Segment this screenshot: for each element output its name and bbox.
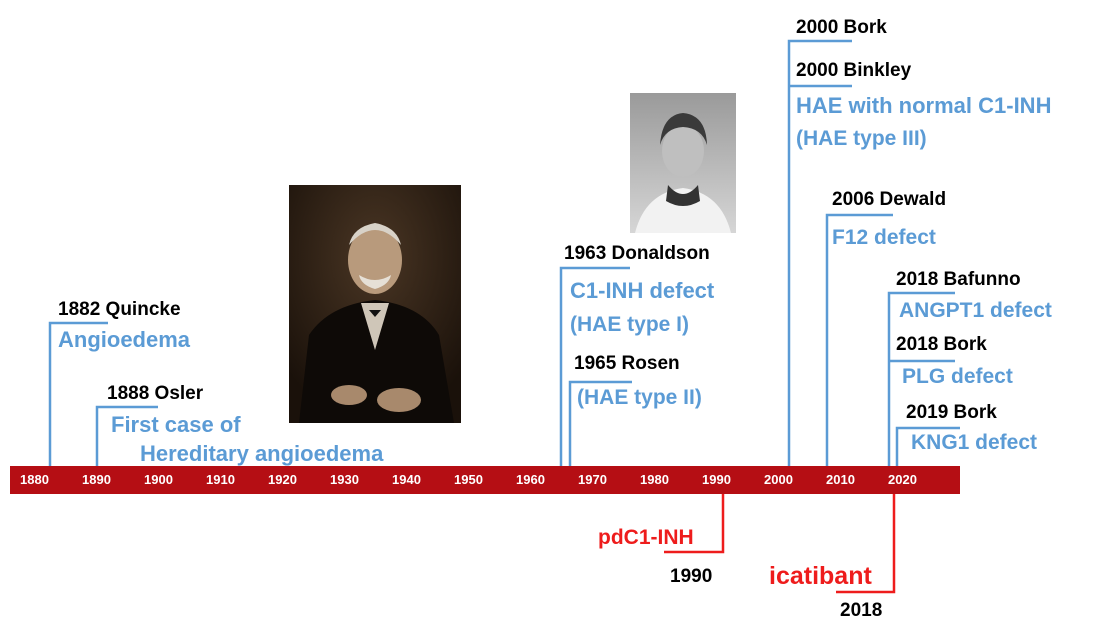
axis-tick-1880: 1880 [20, 472, 49, 487]
event-bafunno-desc: ANGPT1 defect [899, 299, 1052, 322]
event-binkley-title: 2000 Binkley [796, 60, 912, 81]
event-bork2018-desc: PLG defect [902, 365, 1013, 388]
event-binkley-desc-line1: HAE with normal C1-INH [796, 93, 1052, 118]
event-dewald-title: 2006 Dewald [832, 189, 947, 210]
event-donaldson-desc-line1: C1-INH defect [570, 278, 715, 303]
event-bork2019-title: 2019 Bork [906, 402, 997, 423]
connector-osler [95, 405, 158, 466]
axis-tick-2000: 2000 [764, 472, 793, 487]
axis-tick-1920: 1920 [268, 472, 297, 487]
portrait-photo-woman [630, 93, 736, 233]
event-donaldson-desc-line2: (HAE type I) [570, 313, 690, 336]
therapy-icatibant-year: 2018 [840, 600, 883, 621]
axis-tick-1950: 1950 [454, 472, 483, 487]
connector-rosen [568, 380, 632, 466]
therapy-pdc1inh-name: pdC1-INH [598, 526, 694, 549]
axis-tick-1930: 1930 [330, 472, 359, 487]
event-osler-desc-line2: Hereditary angioedema [140, 441, 384, 466]
axis-tick-2010: 2010 [826, 472, 855, 487]
portrait-man-icon [289, 185, 461, 423]
event-dewald-desc: F12 defect [832, 226, 936, 249]
connector-pdc1inh [664, 494, 725, 554]
axis-tick-1940: 1940 [392, 472, 421, 487]
event-rosen-desc: (HAE type II) [577, 386, 702, 409]
portrait-photo-man [289, 185, 461, 423]
axis-tick-1910: 1910 [206, 472, 235, 487]
event-quincke-desc: Angioedema [58, 327, 191, 352]
event-bork2019-desc: KNG1 defect [911, 431, 1038, 454]
event-osler-desc-line1: First case of [111, 412, 241, 437]
portrait-woman-icon [630, 93, 736, 233]
event-binkley-desc-line2: (HAE type III) [796, 127, 927, 150]
event-bork2000-title: 2000 Bork [796, 17, 887, 38]
axis-tick-1980: 1980 [640, 472, 669, 487]
therapy-icatibant-name: icatibant [769, 562, 872, 590]
connector-quincke [48, 321, 108, 466]
connector-dewald [825, 213, 893, 466]
connector-icatibant [836, 494, 896, 594]
axis-tick-1960: 1960 [516, 472, 545, 487]
axis-tick-1990: 1990 [702, 472, 731, 487]
event-donaldson-title: 1963 Donaldson [564, 243, 710, 264]
event-rosen-title: 1965 Rosen [574, 353, 680, 374]
therapy-pdc1inh-year: 1990 [670, 566, 713, 587]
timeline-bar [10, 466, 960, 494]
axis-tick-1900: 1900 [144, 472, 173, 487]
event-osler-title: 1888 Osler [107, 383, 204, 404]
event-bafunno-title: 2018 Bafunno [896, 269, 1021, 290]
event-bork2018-title: 2018 Bork [896, 334, 987, 355]
axis-tick-2020: 2020 [888, 472, 917, 487]
connector-bafunno [887, 291, 955, 466]
connector-donaldson [559, 266, 630, 466]
axis-tick-1890: 1890 [82, 472, 111, 487]
event-quincke-title: 1882 Quincke [58, 299, 181, 320]
axis-tick-1970: 1970 [578, 472, 607, 487]
connector-bork2000 [787, 39, 852, 466]
connector-bork2019 [895, 426, 960, 466]
